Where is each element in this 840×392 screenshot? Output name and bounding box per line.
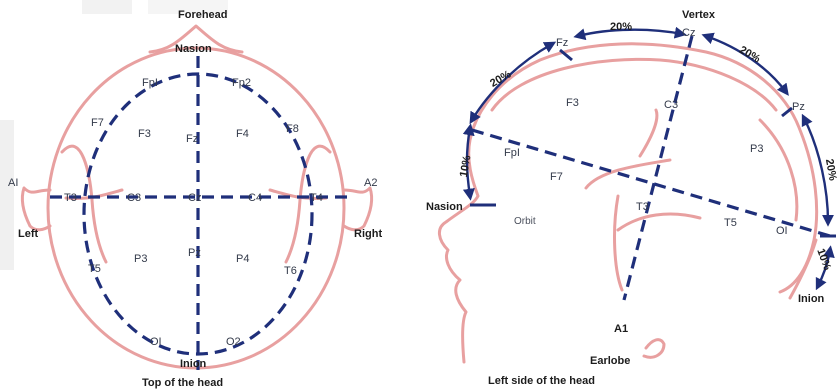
bg-tab-shade	[82, 0, 132, 14]
side-electrode-o1: OI	[776, 225, 788, 237]
electrode-t4: T4	[310, 192, 323, 204]
electrode-fz: Fz	[186, 133, 198, 145]
side-electrode-p3: P3	[750, 143, 763, 155]
vertex-earlobe-dashed	[624, 36, 692, 300]
head-profile-outline	[439, 44, 816, 362]
electrode-c3: C3	[127, 192, 141, 204]
ear-reference-a2: A2	[364, 177, 377, 189]
left-ear-outline	[22, 188, 50, 230]
electrode-cz: Cz	[188, 192, 201, 204]
pct-fz-cz: 20%	[610, 21, 632, 33]
electrode-pz: Pz	[188, 247, 201, 259]
side-electrode-f7: F7	[550, 171, 563, 183]
electrode-o2: O2	[226, 336, 241, 348]
label-orbit: Orbit	[514, 216, 536, 227]
caption-side-view: Left side of the head	[488, 375, 595, 387]
label-nasion-side: Nasion	[426, 201, 463, 213]
label-left: Left	[18, 228, 39, 240]
label-inion-side: Inion	[798, 293, 825, 305]
electrode-t5: T5	[88, 263, 101, 275]
side-electrode-t3: T3	[636, 201, 649, 213]
label-nasion-top: Nasion	[175, 43, 212, 55]
electrode-o1: OI	[150, 336, 162, 348]
electrode-f7: F7	[91, 117, 104, 129]
bg-edge-shade	[0, 120, 14, 270]
side-electrode-fp1: FpI	[504, 147, 520, 159]
occipital-curve	[760, 120, 797, 220]
side-electrode-fz: Fz	[556, 37, 568, 49]
electrode-c4: C4	[248, 192, 262, 204]
right-inner-curve	[286, 146, 330, 262]
side-electrode-f3: F3	[566, 97, 579, 109]
right-ear-outline	[344, 188, 372, 230]
electrode-p4: P4	[236, 253, 249, 265]
side-electrode-pz: Pz	[792, 101, 805, 113]
side-electrode-c3: C3	[664, 99, 678, 111]
top-view: FpI Fp2 F7 F3 Fz F4 F8 T3 C3 Cz C4 T4 Pz…	[8, 9, 382, 389]
label-inion-top: Inion	[180, 358, 207, 370]
label-vertex: Vertex	[682, 9, 716, 21]
jaw-curve	[618, 214, 700, 230]
side-view: 10% 20% 20% 20% 20% 10% Fz Cz Pz F3 C3 P…	[426, 9, 839, 387]
electrode-fp2: Fp2	[232, 77, 251, 89]
cheek-curve	[615, 196, 622, 290]
label-a1: A1	[614, 323, 628, 335]
electrode-f8: F8	[286, 123, 299, 135]
side-electrode-t5: T5	[724, 217, 737, 229]
label-earlobe: Earlobe	[590, 355, 630, 367]
pct-cz-pz: 20%	[737, 44, 762, 66]
electrode-t6: T6	[284, 265, 297, 277]
electrode-t3: T3	[64, 192, 77, 204]
caption-top-view: Top of the head	[142, 377, 223, 389]
sulcus-curve	[640, 110, 657, 156]
electrode-p3: P3	[134, 253, 147, 265]
upper-skull-curve	[492, 59, 776, 110]
label-forehead: Forehead	[178, 9, 228, 21]
label-right: Right	[354, 228, 382, 240]
electrode-f3: F3	[138, 128, 151, 140]
ear-reference-a1: AI	[8, 177, 18, 189]
electrode-fp1: FpI	[142, 77, 158, 89]
electrode-f4: F4	[236, 128, 249, 140]
pct-pz-o1: 20%	[823, 158, 839, 182]
ear-outline	[644, 340, 664, 358]
side-electrode-cz: Cz	[682, 27, 695, 39]
